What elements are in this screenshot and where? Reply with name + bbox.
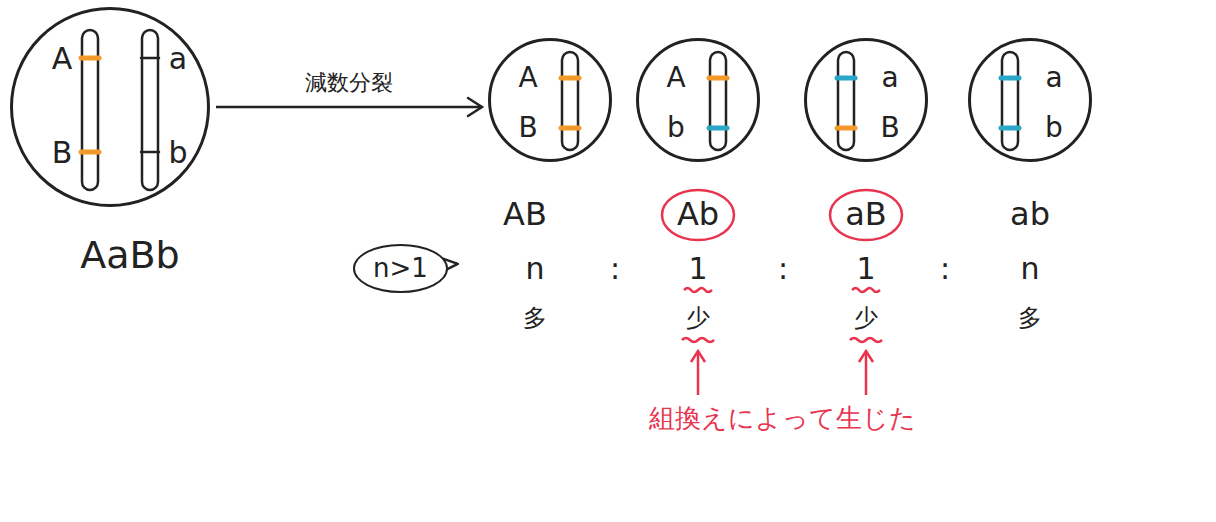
pointer-arrow-head [859, 351, 873, 362]
gene-band [561, 126, 579, 131]
arrow-label: 減数分裂 [303, 71, 395, 95]
genotype-label: n [525, 252, 544, 285]
gene-letter: b [1045, 113, 1063, 144]
pointer-arrow [865, 352, 868, 395]
gene-letter: a [1045, 63, 1062, 94]
cell-circle: aB [804, 38, 928, 162]
annotation-note: 組換えによって生じた [649, 404, 916, 433]
gene-letter: b [667, 113, 685, 144]
cell-circle: A Ba b [10, 7, 210, 207]
gene-band [81, 56, 99, 61]
gene-band [1001, 76, 1019, 81]
genotype-label: : [940, 252, 950, 285]
pointer-arrow [697, 352, 700, 395]
gene-band [141, 151, 159, 154]
chromosome [710, 52, 726, 150]
gene-band [709, 76, 727, 81]
cell-circle: Ab [636, 38, 760, 162]
gene-band [837, 126, 855, 131]
arrow-head [468, 98, 482, 116]
gene-letter: B [518, 113, 537, 144]
highlight-circle [830, 190, 902, 240]
gene-letter: b [168, 136, 187, 169]
gene-band [837, 76, 855, 81]
genotype-label: aB [845, 197, 887, 232]
genotype-label: 少 [686, 305, 710, 331]
highlight-circle [662, 190, 734, 240]
gene-band [561, 76, 579, 81]
genotype-label: Ab [677, 197, 719, 232]
gene-letter: a [881, 63, 898, 94]
cell-circle: ab [968, 38, 1092, 162]
process-arrow [216, 98, 482, 116]
wavy-underline [850, 338, 882, 342]
genotype-label: : [610, 252, 620, 285]
genotype-label: 多 [523, 305, 547, 331]
gene-letter: A [518, 63, 537, 94]
genotype-label: 多 [1018, 305, 1042, 331]
speech-bubble: n>1 [353, 244, 448, 293]
wavy-underline [682, 338, 714, 342]
gene-band [81, 150, 99, 155]
genotype-label: 少 [854, 305, 878, 331]
gene-letter: B [880, 113, 899, 144]
genotype-label: ab [1010, 197, 1050, 232]
cell-circle: AB [488, 38, 612, 162]
genotype-label: 1 [856, 252, 875, 285]
gene-letter: A [666, 63, 685, 94]
chromosome [142, 30, 158, 190]
pointer-arrow-head [691, 351, 705, 362]
chromosome [838, 52, 854, 150]
gene-band [141, 57, 159, 60]
genotype-label: : [778, 252, 788, 285]
gene-letter: B [52, 136, 73, 169]
genotype-label: n [1020, 252, 1039, 285]
genotype-label: AaBb [80, 235, 179, 277]
gene-band [709, 126, 727, 131]
wavy-underline [852, 288, 880, 292]
genotype-label: AB [503, 197, 547, 232]
arrow-line [216, 106, 482, 109]
genotype-label: 1 [688, 252, 707, 285]
gene-letter: a [169, 42, 187, 75]
chromosome [562, 52, 578, 150]
chromosome [82, 30, 98, 190]
gene-letter: A [52, 42, 73, 75]
chromosome [1002, 52, 1018, 150]
wavy-underline [684, 288, 712, 292]
bubble-text: n>1 [373, 254, 428, 283]
gene-band [1001, 126, 1019, 131]
